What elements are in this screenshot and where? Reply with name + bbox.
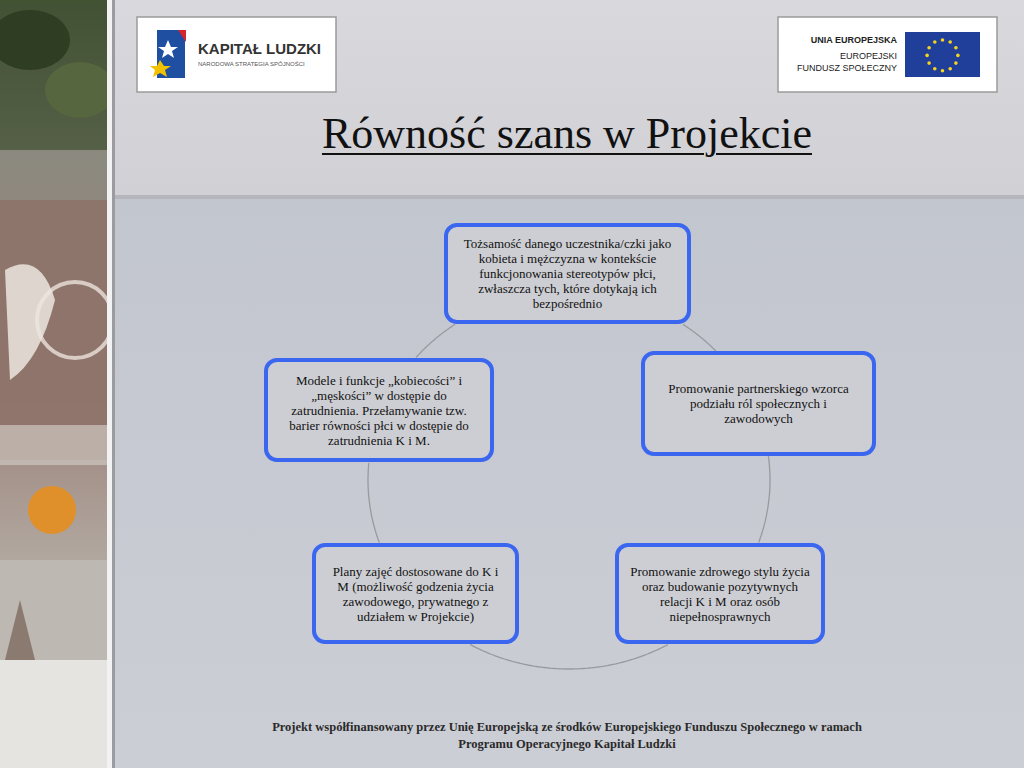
- topic-box: Modele i funkcje „kobiecości” i „męskośc…: [264, 358, 494, 462]
- topic-text: Promowanie partnerskiego wzorca podziału…: [656, 381, 861, 426]
- topic-box: Plany zajęć dostosowane do K i M (możliw…: [312, 543, 519, 644]
- topic-box: Promowanie zdrowego stylu życia oraz bud…: [615, 543, 825, 644]
- logo-title: UNIA EUROPEJSKA: [811, 35, 897, 46]
- topic-text: Promowanie zdrowego stylu życia oraz bud…: [630, 564, 810, 624]
- logo-subtitle: FUNDUSZ SPOŁECZNY: [797, 63, 897, 74]
- topic-box: Tożsamość danego uczestnika/czki jako ko…: [444, 223, 691, 324]
- topic-text: Plany zajęć dostosowane do K i M (możliw…: [327, 564, 504, 624]
- topic-text: Tożsamość danego uczestnika/czki jako ko…: [459, 236, 676, 311]
- slide-title: Równość szans w Projekcie: [110, 108, 1024, 160]
- topic-box: Promowanie partnerskiego wzorca podziału…: [641, 351, 876, 456]
- topic-text: Modele i funkcje „kobiecości” i „męskośc…: [279, 373, 479, 448]
- cycle-arc: [470, 645, 668, 669]
- footer-caption: Projekt współfinansowany przez Unię Euro…: [262, 719, 872, 753]
- logo-title: KAPITAŁ LUDZKI: [198, 40, 321, 58]
- logo-subtitle: EUROPEJSKI: [840, 51, 897, 62]
- cycle-arc: [759, 456, 770, 542]
- cycle-arc: [416, 324, 455, 357]
- logo-subtitle: NARODOWA STRATEGIA SPÓJNOŚCI: [198, 60, 305, 68]
- cycle-arc: [683, 324, 716, 351]
- cycle-arc: [368, 463, 379, 543]
